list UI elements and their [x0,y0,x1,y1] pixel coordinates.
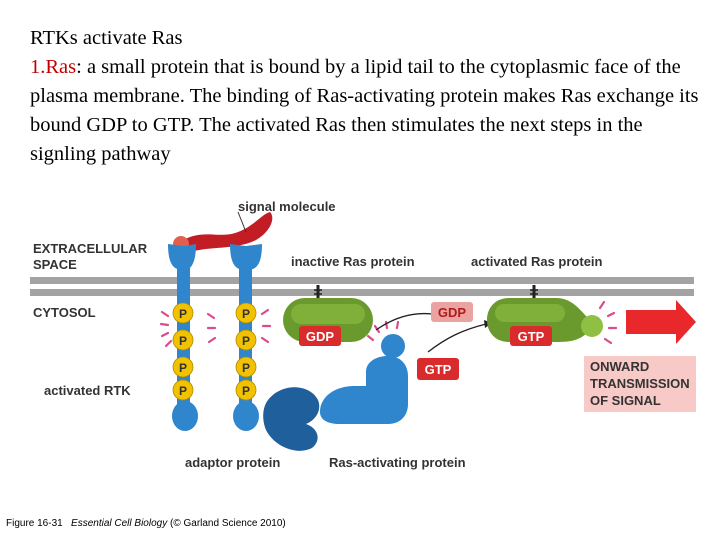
slide-paragraph: 1.Ras: a small protein that is bound by … [30,53,700,169]
ras-lead: 1.Ras [30,56,77,78]
onward-signal-box [584,356,696,412]
phosphate-label: P [242,361,250,375]
phosphate-label: P [242,334,250,348]
label-extracellular-1: EXTRACELLULAR [33,241,148,256]
gdp-bound-badge: GDP [299,326,341,346]
gdp-released-label: GDP [438,305,467,320]
label-activated-rtk: activated RTK [44,383,131,398]
plasma-membrane [30,277,694,296]
gtp-bound-label: GTP [518,329,545,344]
phosphate-left-4: P [172,379,194,401]
receptor-activation-marks [159,308,272,348]
phosphate-right-3: P [235,356,257,378]
phosphate-right-1: P [235,302,257,324]
inactive-ras: GDP [283,285,373,346]
slide-text: RTKs activate Ras 1.Ras: a small protein… [30,24,700,169]
label-activated-ras: activated Ras protein [471,254,603,269]
onward-signal-arrow [626,300,696,344]
caption-figure-number: Figure 16-31 [6,518,63,529]
label-adaptor-protein: adaptor protein [185,455,281,470]
phosphate-groups: P P P P P P P P [172,302,257,401]
gdp-released-badge: GDP [431,302,473,322]
ras-description: : a small protein that is bound by a lip… [30,56,699,165]
figure-caption: Figure 16-31 Essential Cell Biology (© G… [6,518,286,529]
phosphate-label: P [242,307,250,321]
label-extracellular-2: SPACE [33,257,77,272]
label-signal-molecule: signal molecule [238,199,336,214]
gdp-bound-label: GDP [306,329,335,344]
phosphate-label: P [179,384,187,398]
phosphate-left-2: P [172,329,194,351]
label-onward-3: OF SIGNAL [590,393,661,408]
activated-ras: GTP [487,285,618,346]
adaptor-protein [263,387,320,451]
phosphate-label: P [179,334,187,348]
label-inactive-ras: inactive Ras protein [291,254,415,269]
phosphate-left-1: P [172,302,194,324]
label-ras-activating-protein: Ras-activating protein [329,455,466,470]
gtp-incoming-badge: GTP [417,358,459,380]
caption-credit: (© Garland Science 2010) [170,518,286,529]
slide-heading: RTKs activate Ras [30,27,183,49]
gtp-bound-badge: GTP [510,326,552,346]
phosphate-label: P [179,361,187,375]
phosphate-left-3: P [172,356,194,378]
phosphate-right-2: P [235,329,257,351]
gtp-incoming-label: GTP [425,362,452,377]
label-onward-1: ONWARD [590,359,650,374]
phosphate-label: P [242,384,250,398]
phosphate-label: P [179,307,187,321]
label-onward-2: TRANSMISSION [590,376,690,391]
caption-book-title: Essential Cell Biology [71,518,168,529]
exchange-arrows [375,312,487,353]
phosphate-right-4: P [235,379,257,401]
label-cytosol: CYTOSOL [33,305,96,320]
